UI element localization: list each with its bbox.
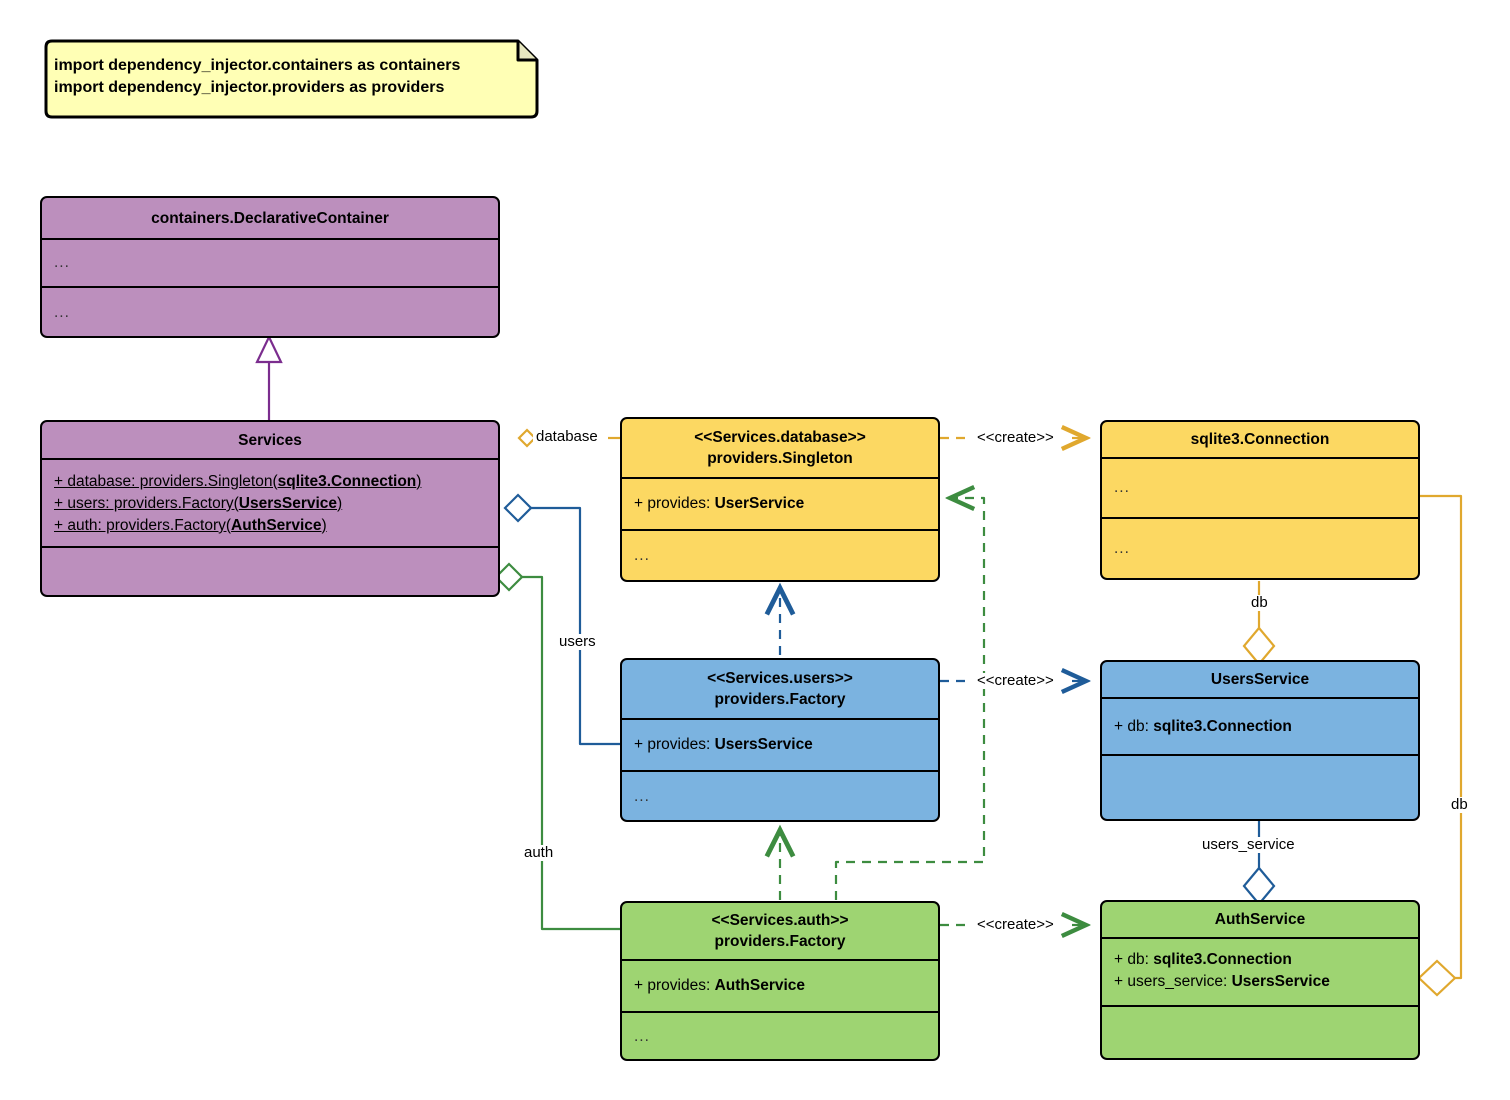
edge-label-auth: auth (521, 845, 557, 861)
class-title: sqlite3.Connection (1102, 422, 1418, 459)
class-title: AuthService (1102, 902, 1418, 939)
edge-services-users (503, 493, 620, 746)
class-name: providers.Factory (714, 933, 846, 950)
note-shape (44, 39, 539, 119)
attribute-database: + database: providers.Singleton(sqlite3.… (54, 473, 422, 490)
methods-placeholder: ... (634, 547, 650, 564)
methods-compartment: ... (622, 1013, 938, 1059)
class-services-users[interactable]: <<Services.users>> providers.Factory + p… (620, 658, 940, 822)
attribute-provides: + provides: AuthService (634, 977, 806, 994)
edge-label-db-authservice: db (1448, 797, 1471, 813)
attributes-placeholder: ... (54, 254, 70, 271)
methods-placeholder: ... (1114, 540, 1130, 557)
class-stereotype: <<Services.auth>> (711, 912, 849, 929)
methods-compartment: ... (622, 531, 938, 580)
attributes-compartment: ... (42, 240, 498, 288)
class-declarative-container[interactable]: containers.DeclarativeContainer ... ... (40, 196, 500, 338)
class-title: <<Services.auth>> providers.Factory (622, 903, 938, 961)
methods-compartment: ... (622, 772, 938, 820)
attribute-users: + users: providers.Factory(UsersService) (54, 495, 343, 512)
methods-placeholder: ... (54, 303, 70, 321)
imports-note: import dependency_injector.containers as… (40, 38, 540, 120)
edge-usersservice-authservice (1242, 821, 1276, 906)
class-services[interactable]: Services + database: providers.Singleton… (40, 420, 500, 597)
attributes-compartment: + provides: AuthService (622, 961, 938, 1013)
methods-compartment: ... (1102, 519, 1418, 578)
class-services-auth[interactable]: <<Services.auth>> providers.Factory + pr… (620, 901, 940, 1061)
class-sqlite3-connection[interactable]: sqlite3.Connection ... ... (1100, 420, 1420, 580)
methods-placeholder: ... (634, 1028, 650, 1045)
class-name: providers.Factory (714, 691, 846, 708)
attribute-provides: + provides: UserService (634, 495, 805, 512)
attributes-compartment: + db: sqlite3.Connection (1102, 699, 1418, 756)
attribute-auth: + auth: providers.Factory(AuthService) (54, 517, 327, 534)
edge-services-auth (494, 562, 620, 931)
class-title: Services (42, 422, 498, 460)
methods-compartment: ... (42, 288, 498, 336)
attributes-compartment: + provides: UsersService (622, 720, 938, 772)
class-title: containers.DeclarativeContainer (42, 198, 498, 240)
edge-db-connection-authservice (1417, 494, 1463, 997)
edge-label-create-auth: <<create>> (974, 917, 1057, 933)
class-title: <<Services.database>> providers.Singleto… (622, 419, 938, 479)
attributes-placeholder: ... (1114, 479, 1130, 496)
class-users-service[interactable]: UsersService + db: sqlite3.Connection (1100, 660, 1420, 821)
edge-label-users-service: users_service (1199, 837, 1298, 853)
methods-compartment (42, 548, 498, 594)
class-services-database[interactable]: <<Services.database>> providers.Singleto… (620, 417, 940, 582)
attributes-compartment: ... (1102, 459, 1418, 519)
attribute-provides: + provides: UsersService (634, 736, 813, 753)
edge-label-create-users: <<create>> (974, 673, 1057, 689)
methods-placeholder: ... (634, 787, 650, 805)
attribute-db: + db: sqlite3.Connection (1114, 951, 1292, 968)
class-stereotype: <<Services.database>> (694, 429, 866, 446)
edge-inheritance-services-container (255, 334, 283, 420)
edge-label-db-usersservice: db (1248, 595, 1271, 611)
class-stereotype: <<Services.users>> (707, 670, 853, 687)
edge-label-users: users (556, 634, 599, 650)
methods-compartment (1102, 1007, 1418, 1057)
attributes-compartment: + database: providers.Singleton(sqlite3.… (42, 460, 498, 548)
edge-label-create-database: <<create>> (974, 430, 1057, 446)
class-title: <<Services.users>> providers.Factory (622, 660, 938, 720)
attribute-users-service: + users_service: UsersService (1114, 973, 1330, 990)
class-auth-service[interactable]: AuthService + db: sqlite3.Connection + u… (1100, 900, 1420, 1060)
attribute-db: + db: sqlite3.Connection (1114, 717, 1292, 735)
edge-label-database: database (533, 429, 601, 445)
attributes-compartment: + provides: UserService (622, 479, 938, 531)
methods-compartment (1102, 756, 1418, 818)
class-name: providers.Singleton (707, 450, 853, 467)
class-title: UsersService (1102, 662, 1418, 699)
note-text: import dependency_injector.containers as… (54, 57, 461, 96)
attributes-compartment: + db: sqlite3.Connection + users_service… (1102, 939, 1418, 1007)
